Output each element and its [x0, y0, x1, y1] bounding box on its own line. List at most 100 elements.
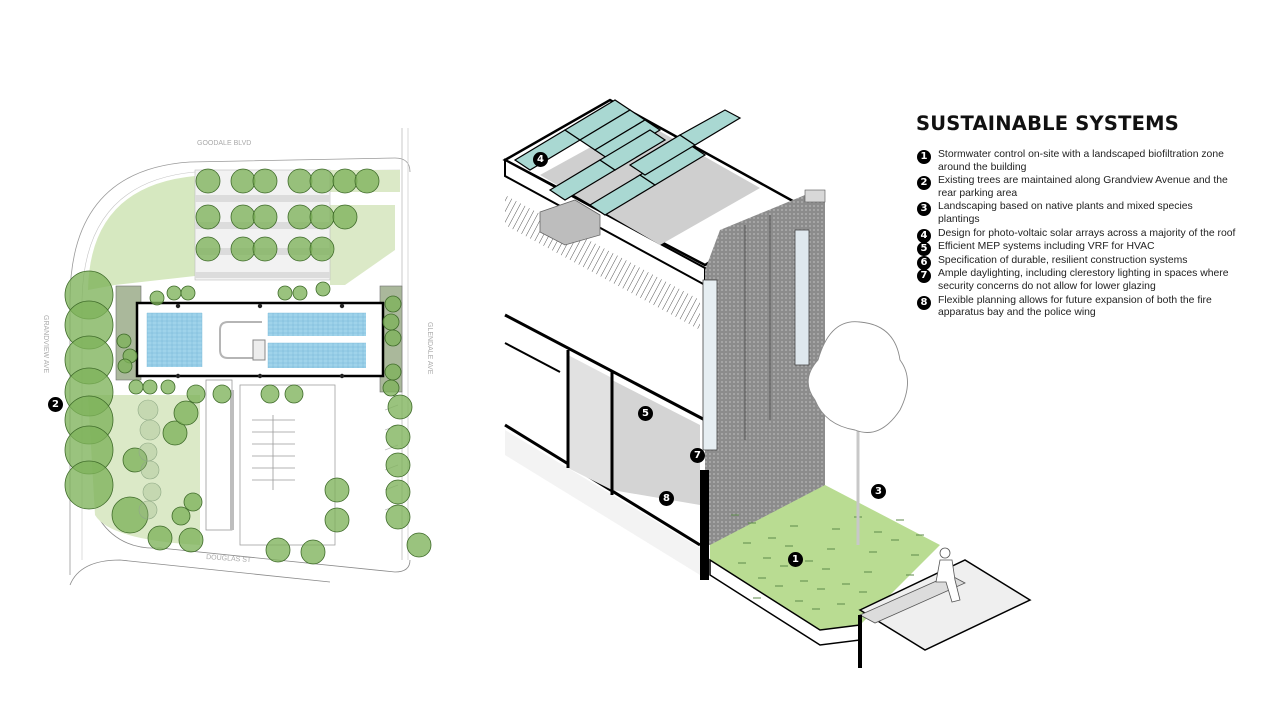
tower-window	[794, 229, 810, 366]
tree	[324, 477, 350, 503]
existing-tree	[140, 460, 160, 480]
existing-tree	[137, 399, 159, 421]
solar-array-east-north	[268, 313, 366, 336]
seated-person	[935, 547, 961, 603]
legend-item-text: Ample daylighting, including clerestory …	[938, 268, 1229, 292]
clerestory-glazing	[702, 279, 718, 451]
legend-number-badge: 4	[917, 228, 931, 243]
tree	[195, 236, 221, 262]
tree	[354, 168, 380, 194]
tree	[230, 168, 256, 194]
roof-mechanical-screen	[219, 321, 262, 359]
legend-item-text: Flexible planning allows for future expa…	[938, 294, 1212, 319]
legend-number-badge: 5	[917, 242, 931, 257]
bioswale-landscape	[710, 485, 940, 630]
tree	[287, 168, 313, 194]
street-label-goodale: GOODALE BLVD	[197, 140, 251, 147]
tree	[166, 285, 182, 301]
legend-item: 8 Flexible planning allows for future exp…	[916, 295, 1236, 320]
tree	[385, 504, 411, 530]
tree	[147, 525, 173, 551]
axon-marker-7: 7	[690, 448, 705, 463]
tree	[64, 460, 114, 510]
legend-item: 2 Existing trees are maintained along Gra…	[916, 175, 1236, 200]
tree	[195, 204, 221, 230]
parking-lot-south	[239, 384, 336, 546]
legend-item-text: Specification of durable, resilient cons…	[938, 254, 1188, 266]
tower-cap	[804, 189, 826, 203]
tree	[332, 168, 358, 194]
solar-array-east-south	[268, 343, 366, 368]
tree	[111, 496, 149, 534]
tree	[260, 384, 280, 404]
tree	[287, 204, 313, 230]
tree	[284, 384, 304, 404]
bench	[859, 574, 966, 624]
axon-marker-3: 3	[871, 484, 886, 499]
legend-number-badge: 1	[917, 150, 931, 164]
tree	[186, 384, 206, 404]
tree	[309, 236, 335, 262]
tree	[387, 394, 413, 420]
tree	[122, 447, 148, 473]
legend-item-text: Existing trees are maintained along Gran…	[938, 175, 1228, 199]
slab-mezzanine	[504, 342, 561, 373]
site-plan: GOODALE BLVD DOUGLAS ST GRANDVIEW AVE GL…	[42, 128, 433, 586]
axonometric-section	[502, 98, 1032, 668]
tree	[162, 420, 188, 446]
existing-tree	[138, 500, 158, 520]
pv-solar-arrays	[513, 99, 742, 216]
tree	[180, 285, 196, 301]
legend-item-text: Efficient MEP systems including VRF for …	[938, 241, 1155, 253]
tree	[252, 204, 278, 230]
legend-item: 6 Specification of durable, resilient con…	[916, 254, 1236, 270]
axon-marker-1: 1	[788, 552, 803, 567]
tree	[173, 400, 199, 426]
tree	[277, 285, 293, 301]
tree	[309, 204, 335, 230]
legend-number-badge: 8	[917, 295, 931, 310]
tree	[315, 281, 331, 297]
slab-second-floor	[504, 313, 706, 422]
road-curb-south	[69, 559, 331, 586]
legend-item-text: Landscaping based on native plants and m…	[938, 201, 1193, 225]
pv-module	[678, 109, 742, 146]
tree	[384, 363, 402, 381]
tree	[230, 204, 256, 230]
legend-item-text: Design for photo-voltaic solar arrays ac…	[938, 227, 1236, 239]
tree	[406, 532, 432, 558]
street-label-glendale: GLENDALE AVE	[426, 322, 433, 375]
tree	[195, 168, 221, 194]
tree	[149, 290, 165, 306]
street-label-grandview: GRANDVIEW AVE	[42, 315, 49, 374]
pv-module	[598, 129, 667, 171]
legend-number-badge: 6	[917, 255, 931, 270]
tree	[385, 424, 411, 450]
apparatus-apron-edge	[230, 390, 234, 530]
tree	[252, 168, 278, 194]
tree	[230, 236, 256, 262]
axon-marker-5: 5	[638, 406, 653, 421]
tree	[171, 506, 191, 526]
road-curb-north	[69, 157, 411, 575]
existing-tree	[139, 419, 161, 441]
parking-stripes-south	[252, 415, 295, 490]
interior-wall-left	[568, 355, 612, 490]
tree	[384, 295, 402, 313]
apparatus-apron	[205, 379, 233, 531]
tree	[287, 236, 313, 262]
legend-item: 5 Efficient MEP systems including VRF for…	[916, 241, 1236, 257]
lawn-northwest	[88, 176, 195, 290]
tree	[252, 236, 278, 262]
tree	[183, 492, 203, 512]
legend-number-badge: 2	[917, 176, 931, 191]
ground-plane	[505, 430, 700, 575]
solar-grid-lines	[146, 312, 366, 368]
tree	[384, 329, 402, 347]
legend-item: 4 Design for photo-voltaic solar arrays a…	[916, 227, 1236, 243]
interior-wall-shadow	[612, 380, 700, 505]
